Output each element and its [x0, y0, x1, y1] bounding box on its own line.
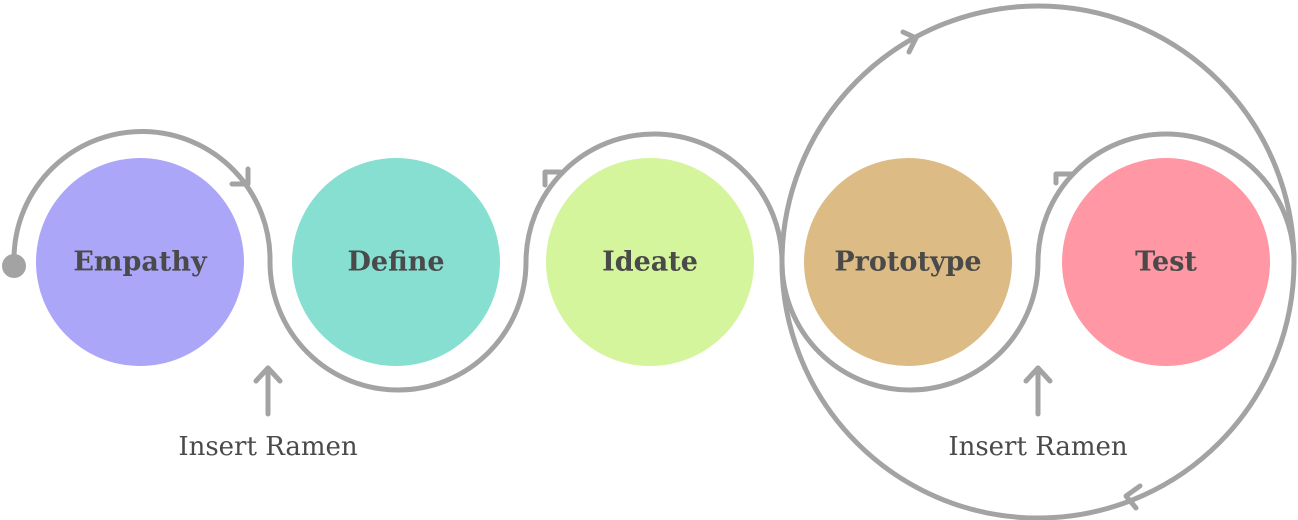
- arrowhead-empathy: [229, 166, 251, 187]
- process-track: [2, 3, 1297, 520]
- stage-label-empathy: Empathy: [73, 247, 208, 278]
- stage-label-ideate: Ideate: [602, 247, 698, 278]
- stage-ideate: Ideate: [546, 158, 754, 366]
- stage-prototype: Prototype: [804, 158, 1012, 366]
- arc-over-empathy: [11, 128, 273, 269]
- insert-arrow-1: [253, 365, 283, 417]
- note-insert-ramen-2: Insert Ramen: [948, 432, 1128, 462]
- arrowhead-ideate: [542, 169, 563, 188]
- note-insert-ramen-1: Insert Ramen: [178, 432, 358, 462]
- insert-arrow-2: [1023, 365, 1053, 417]
- stage-empathy: Empathy: [36, 158, 244, 366]
- iteration-loop: [779, 3, 1297, 520]
- arrowhead-loop-bottom: [1123, 483, 1143, 511]
- arc-over-ideate: [523, 131, 785, 265]
- stage-test: Test: [1062, 158, 1270, 366]
- stage-circle: [292, 158, 500, 366]
- stage-circle: [1062, 158, 1270, 366]
- arc-under-define: [267, 259, 529, 393]
- stage-label-test: Test: [1135, 247, 1197, 278]
- stage-circle: [546, 158, 754, 366]
- arrowhead-loop-top: [900, 29, 919, 55]
- arc-under-prototype: [779, 259, 1041, 393]
- stage-label-prototype: Prototype: [834, 247, 981, 278]
- arrowhead-test: [1053, 171, 1074, 186]
- stage-label-define: Define: [347, 247, 444, 278]
- stage-define: Define: [292, 158, 500, 366]
- stage-circle: [804, 158, 1012, 366]
- arc-over-test: [1035, 131, 1297, 265]
- stage-circle: [36, 158, 244, 366]
